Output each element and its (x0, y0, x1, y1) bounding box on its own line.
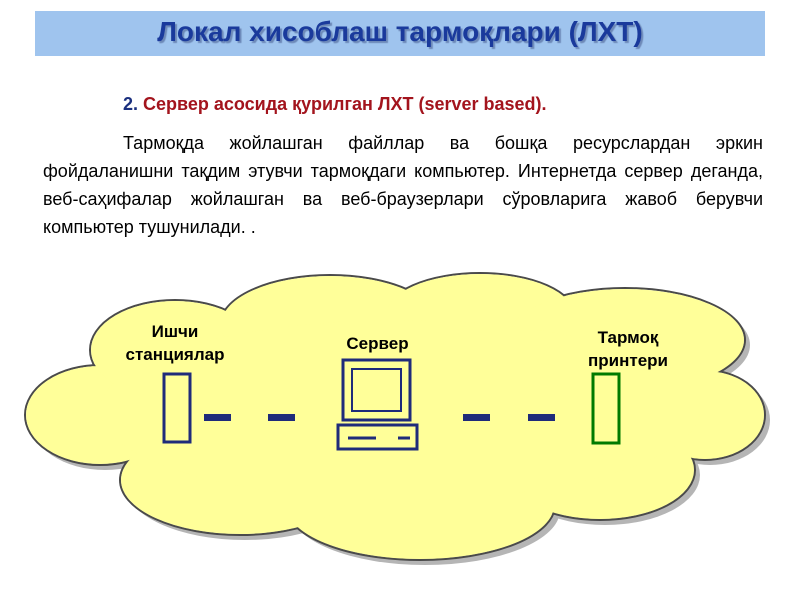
subheading-number: 2. (123, 94, 139, 114)
subheading: 2. Сервер асосида қурилган ЛХТ (server b… (123, 94, 547, 115)
network-printer-icon (591, 372, 621, 445)
workstations-label: Ишчи станциялар (110, 320, 240, 366)
printer-label-line1: Тармоқ (597, 328, 659, 347)
link-segment (204, 414, 231, 421)
link-segment (463, 414, 490, 421)
workstations-label-line1: Ишчи (151, 322, 199, 341)
printer-label-line2: принтери (588, 351, 668, 370)
link-segment (528, 414, 555, 421)
slide-title: Локал хисоблаш тармоқлари (ЛХТ) (157, 16, 643, 47)
subheading-text: Сервер асосида қурилган ЛХТ (server base… (143, 94, 547, 114)
link-segment (268, 414, 295, 421)
server-label: Сервер (346, 334, 409, 353)
body-paragraph: Тармоқда жойлашган файллар ва бошқа ресу… (43, 133, 763, 237)
title-banner: Локал хисоблаш тармоқлари (ЛХТ) (35, 11, 765, 56)
workstations-label-line2: станциялар (125, 345, 225, 364)
network-printer-label: Тармоқ принтери (568, 326, 688, 372)
server-computer-icon (336, 358, 419, 451)
workstation-icon (162, 372, 192, 444)
